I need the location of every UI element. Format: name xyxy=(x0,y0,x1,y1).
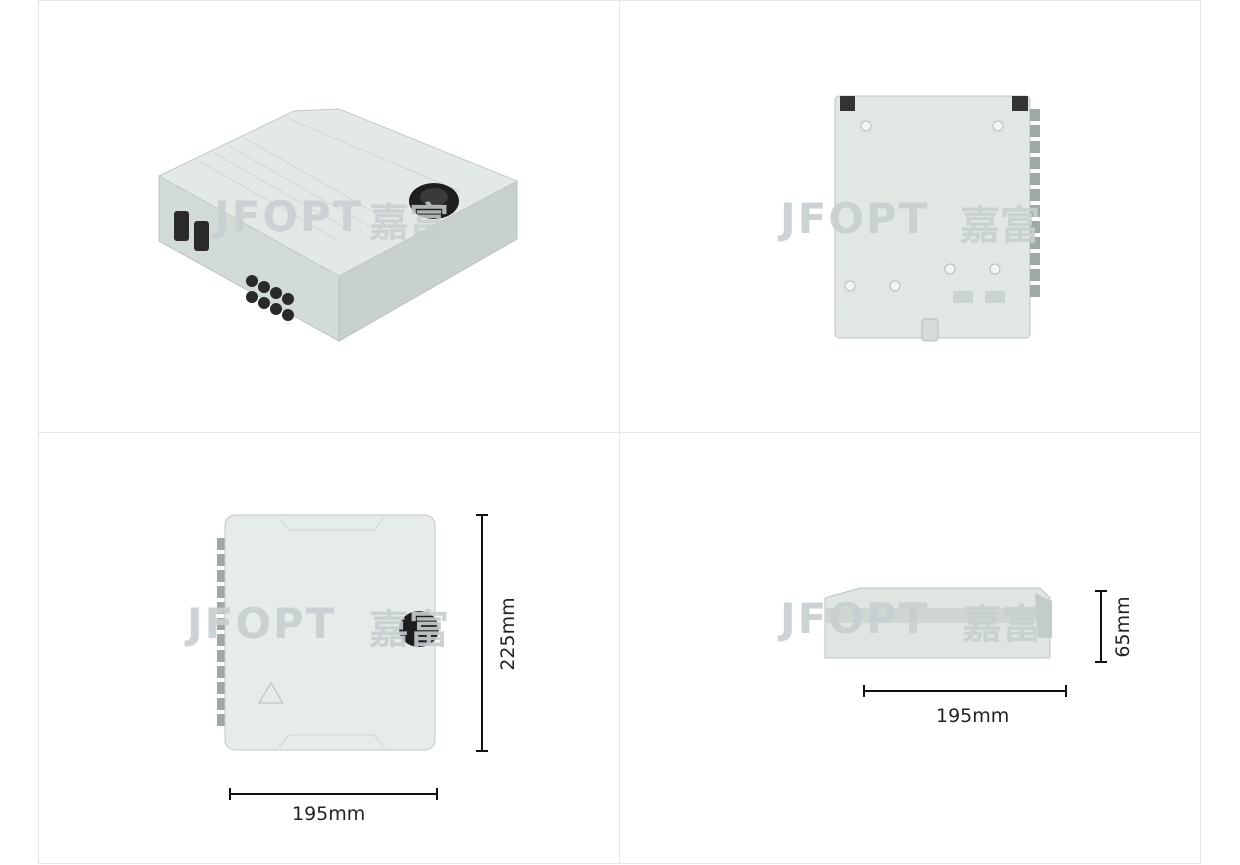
width-dimension-line xyxy=(229,788,438,800)
height-dimension-line xyxy=(476,514,488,752)
watermark-cjk: 嘉富 xyxy=(962,602,1042,648)
enclosure-back-photo: JFOPT 嘉富 xyxy=(777,95,1040,342)
height-dimension-label: 225mm xyxy=(497,597,519,671)
watermark-latin: JFOPT xyxy=(211,192,363,241)
height-dimension-label: 65mm xyxy=(1112,596,1134,658)
panel-back-view: JFOPT 嘉富 xyxy=(619,0,1201,433)
panel-perspective-view: JFOPT 嘉富 xyxy=(38,0,620,433)
enclosure-front-photo: JFOPT 嘉富 xyxy=(184,514,488,800)
watermark-cjk: 嘉富 xyxy=(369,607,449,653)
width-dimension-line xyxy=(863,685,1067,697)
panel-side-view: JFOPT 嘉富 65mm 195mm xyxy=(619,432,1201,864)
watermark-latin: JFOPT xyxy=(184,599,336,648)
width-dimension-label: 195mm xyxy=(936,705,1010,727)
enclosure-perspective-photo: JFOPT 嘉富 xyxy=(157,108,519,342)
enclosure-side-photo: JFOPT 嘉富 xyxy=(777,587,1107,697)
watermark-cjk: 嘉富 xyxy=(369,200,449,246)
watermark-latin: JFOPT xyxy=(777,594,929,643)
watermark-cjk: 嘉富 xyxy=(960,203,1040,249)
panel-front-view: JFOPT 嘉富 225mm 195mm xyxy=(38,432,620,864)
width-dimension-label: 195mm xyxy=(292,803,366,825)
height-dimension-line xyxy=(1095,590,1107,663)
image-grid: JFOPT 嘉富 xyxy=(38,0,1201,864)
watermark-latin: JFOPT xyxy=(777,194,929,243)
